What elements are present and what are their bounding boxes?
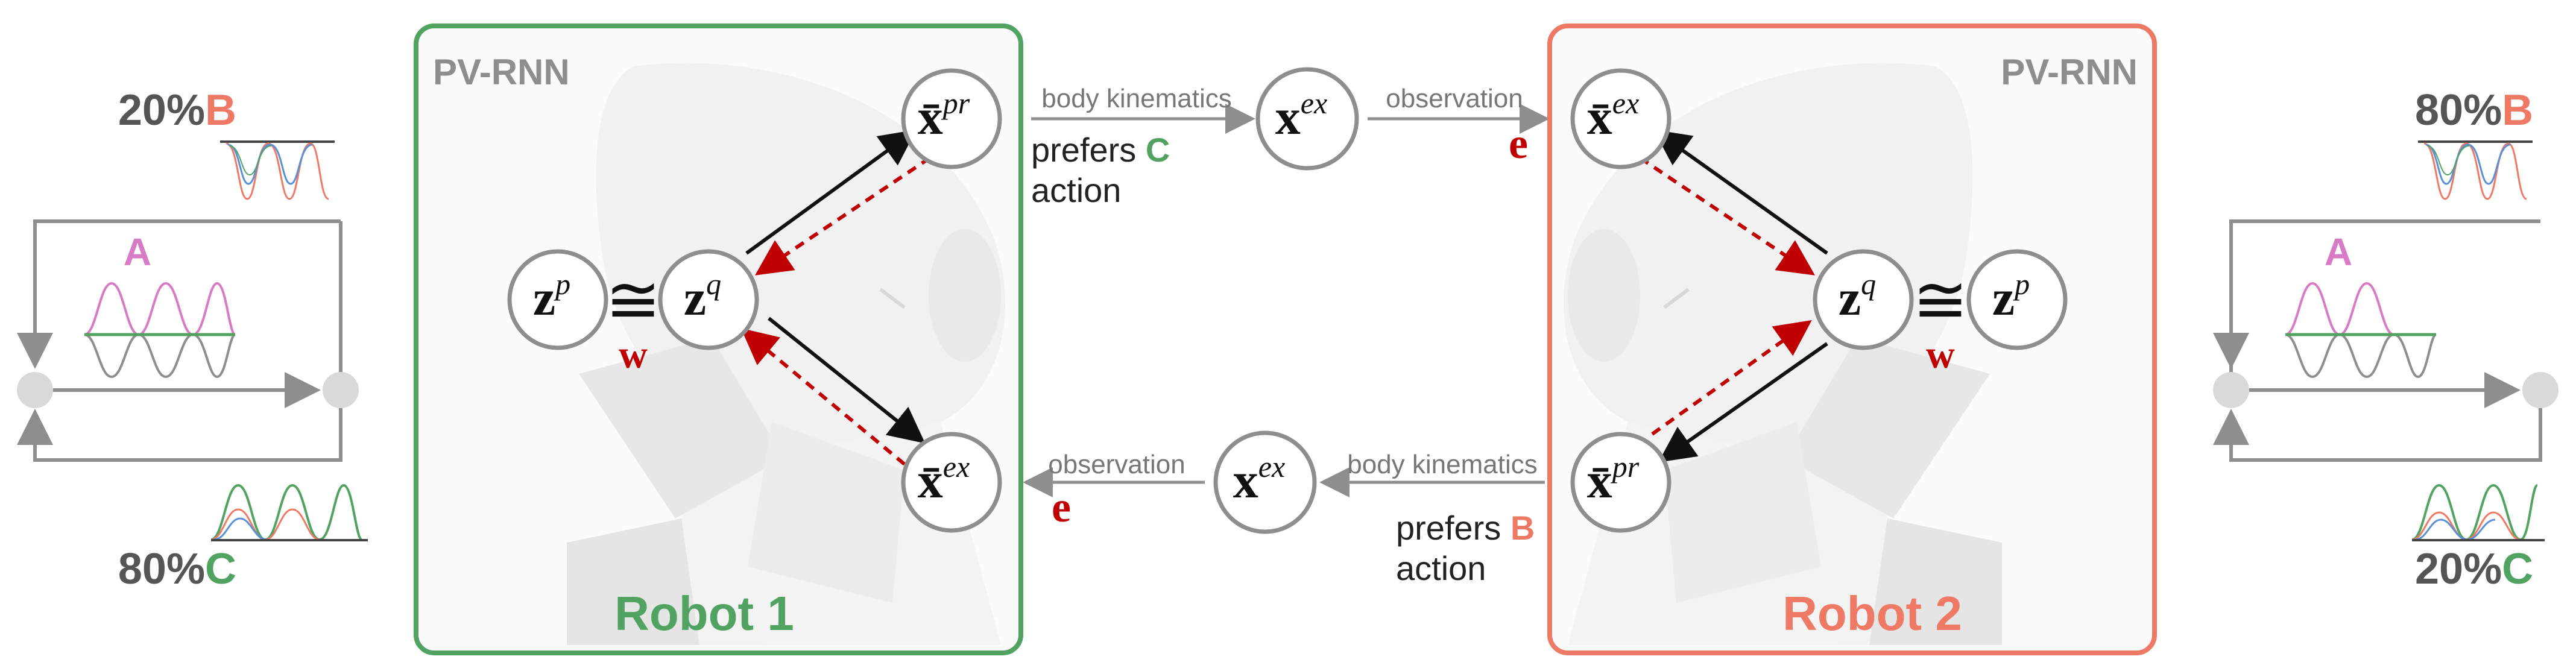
robot1-node-zq [658, 249, 759, 350]
svg-text:zq: zq [684, 267, 721, 326]
bottom-body-kinematics-label: body kinematics [1347, 450, 1537, 479]
bottom-prefers-text: prefers B [1396, 509, 1535, 547]
svg-text:x̄pr: x̄pr [918, 86, 970, 145]
left-signal-a-icon [84, 282, 236, 379]
right-top-percent: 80%B [2415, 86, 2533, 134]
robot1-model-label: PV-RNN [433, 52, 570, 92]
right-loop-bottom [2213, 390, 2542, 462]
robot1-zq-sup: q [706, 267, 721, 301]
top-body-kinematics-label: body kinematics [1041, 84, 1231, 113]
robot1-arrow-xpr-to-zq [755, 156, 931, 276]
robot1-arrow-xex-to-zq [740, 328, 906, 466]
right-middle-letter: A [2325, 230, 2352, 274]
robot1-weight-label: w [619, 333, 648, 377]
robot2-arrow-zq-to-xex [1653, 130, 1828, 255]
robot1-node-zp [507, 249, 608, 350]
robot1-arrow-zq-to-xpr [745, 129, 917, 255]
top-node-xex [1255, 67, 1359, 171]
robot1-zp-base: z [533, 270, 555, 326]
right-panel: 80%B A 20%C [2213, 86, 2559, 593]
top-error-label: e [1509, 119, 1528, 168]
robot2-arrow-xpr-to-zq [1651, 320, 1812, 436]
robot2-approx-symbol: ≅ [1913, 263, 1968, 337]
right-signal-a-icon [2285, 282, 2437, 379]
robot1-xpr-base: x̄ [918, 89, 943, 145]
bottom-error-label: e [1052, 483, 1071, 531]
bottom-action-text: action [1396, 549, 1486, 587]
right-loop-node-right [2522, 372, 2559, 408]
robot2-node-zp [1966, 249, 2068, 350]
robot1-approx-symbol: ≅ [605, 263, 661, 337]
right-top-letter: B [2502, 86, 2533, 134]
top-node-base: x [1275, 89, 1301, 145]
left-top-letter: B [205, 86, 236, 134]
robot2-zq-sup: q [1861, 267, 1876, 301]
robot2-arrow-zq-to-xpr [1658, 342, 1828, 462]
robot2-zp-base: z [1992, 270, 2015, 326]
left-loop-bottom [16, 390, 343, 462]
left-middle-letter: A [124, 230, 151, 274]
svg-text:zp: zp [1992, 267, 2030, 326]
robot2-panel: PV-RNN x̄ex zq ≅ w zp x̄pr Robot 2 [1547, 24, 2157, 655]
right-signal-c-icon [2411, 484, 2545, 541]
robot1-title: Robot 1 [614, 587, 794, 640]
bottom-prefers-letter: B [1511, 509, 1535, 547]
svg-text:zq: zq [1839, 267, 1876, 326]
left-loop-top [17, 219, 341, 369]
left-loop-node-right [323, 372, 359, 408]
robot1-zq-base: z [684, 270, 706, 326]
svg-text:x̄ex: x̄ex [1587, 86, 1639, 145]
right-loop-node-left [2213, 372, 2249, 408]
right-bottom-letter: C [2502, 545, 2533, 593]
robot2-xpr-sup: pr [1611, 450, 1640, 484]
svg-text:xex: xex [1275, 86, 1327, 145]
right-loop-top [2213, 219, 2540, 369]
robot2-model-label: PV-RNN [2001, 52, 2138, 92]
robot2-node-xpr [1570, 432, 1672, 533]
bottom-node-base: x [1233, 453, 1258, 509]
left-signal-b-icon [220, 140, 335, 200]
svg-text:x̄ex: x̄ex [918, 450, 970, 509]
bottom-observation-label: observation [1048, 450, 1185, 479]
robot1-xex-base: x̄ [918, 453, 943, 509]
left-bottom-percent: 80%C [118, 545, 236, 593]
robot2-title: Robot 2 [1782, 587, 1962, 640]
robot1-node-xpr [901, 68, 1002, 169]
robot2-zp-sup: p [2013, 267, 2030, 301]
left-panel: 20%B A 80%C [16, 86, 368, 593]
left-signal-c-icon [210, 484, 368, 541]
robot1-xpr-sup: pr [941, 86, 970, 120]
robot2-xex-sup: ex [1612, 86, 1639, 120]
left-loop-node-left [17, 372, 53, 408]
left-bottom-letter: C [205, 545, 236, 593]
robot2-zq-base: z [1839, 270, 1861, 326]
robot2-xpr-base: x̄ [1587, 453, 1612, 509]
robot2-node-zq [1813, 249, 1914, 350]
robot2-xex-base: x̄ [1587, 89, 1612, 145]
top-observation-label: observation [1386, 84, 1523, 113]
right-signal-b-icon [2418, 140, 2533, 200]
left-top-percent: 20%B [118, 86, 236, 134]
bottom-node-xex [1213, 430, 1317, 534]
right-bottom-percent: 20%C [2415, 545, 2533, 593]
top-prefers-letter: C [1146, 131, 1170, 169]
robot2-weight-label: w [1926, 333, 1955, 377]
robot1-arrow-zq-to-xex [768, 317, 926, 444]
svg-text:x̄pr: x̄pr [1587, 450, 1640, 509]
middle-exchange: body kinematics xex observation e prefer… [1023, 67, 1550, 587]
robot2-node-xex [1570, 68, 1672, 169]
robot1-node-xex [901, 432, 1002, 533]
top-prefers-text: prefers C [1031, 131, 1170, 169]
robot1-xex-sup: ex [943, 450, 970, 484]
top-action-text: action [1031, 171, 1121, 209]
robot1-panel: PV-RNN zp ≅ w zq x̄pr x̄ex Robot 1 [414, 24, 1023, 655]
robot2-arrow-xex-to-zq [1639, 156, 1815, 276]
svg-text:xex: xex [1233, 450, 1285, 509]
bottom-node-sup: ex [1258, 450, 1285, 484]
robot1-zp-sup: p [554, 267, 570, 301]
top-node-sup: ex [1301, 86, 1327, 120]
svg-text:zp: zp [533, 267, 570, 326]
